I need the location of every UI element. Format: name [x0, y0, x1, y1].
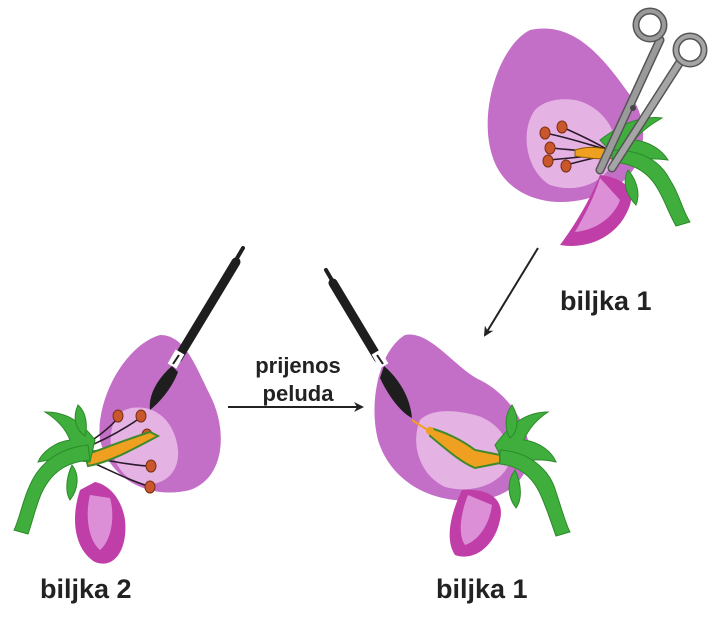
paintbrush-icon: [324, 268, 429, 431]
anthers: [539, 120, 572, 173]
label-transfer-line2: peluda: [262, 381, 334, 406]
label-plant2: biljka 2: [40, 574, 132, 604]
label-plant1-top: biljka 1: [560, 286, 652, 316]
label-transfer: prijenos peluda: [238, 352, 358, 408]
label-plant1-bottom: biljka 1: [436, 574, 528, 604]
stigma-pollen: [426, 427, 434, 435]
stem: [13, 444, 91, 535]
flower-plant2: [13, 335, 221, 564]
scissors-icon: [595, 7, 708, 175]
pistil: [83, 430, 161, 468]
arrow-down-left: [483, 247, 539, 337]
paintbrush-icon: [149, 246, 245, 410]
flower-plant1-top: [487, 28, 691, 246]
flower-plant1-bottom: [374, 334, 571, 557]
stem: [499, 449, 571, 537]
stem: [611, 149, 691, 227]
label-transfer-line1: prijenos: [255, 353, 341, 378]
